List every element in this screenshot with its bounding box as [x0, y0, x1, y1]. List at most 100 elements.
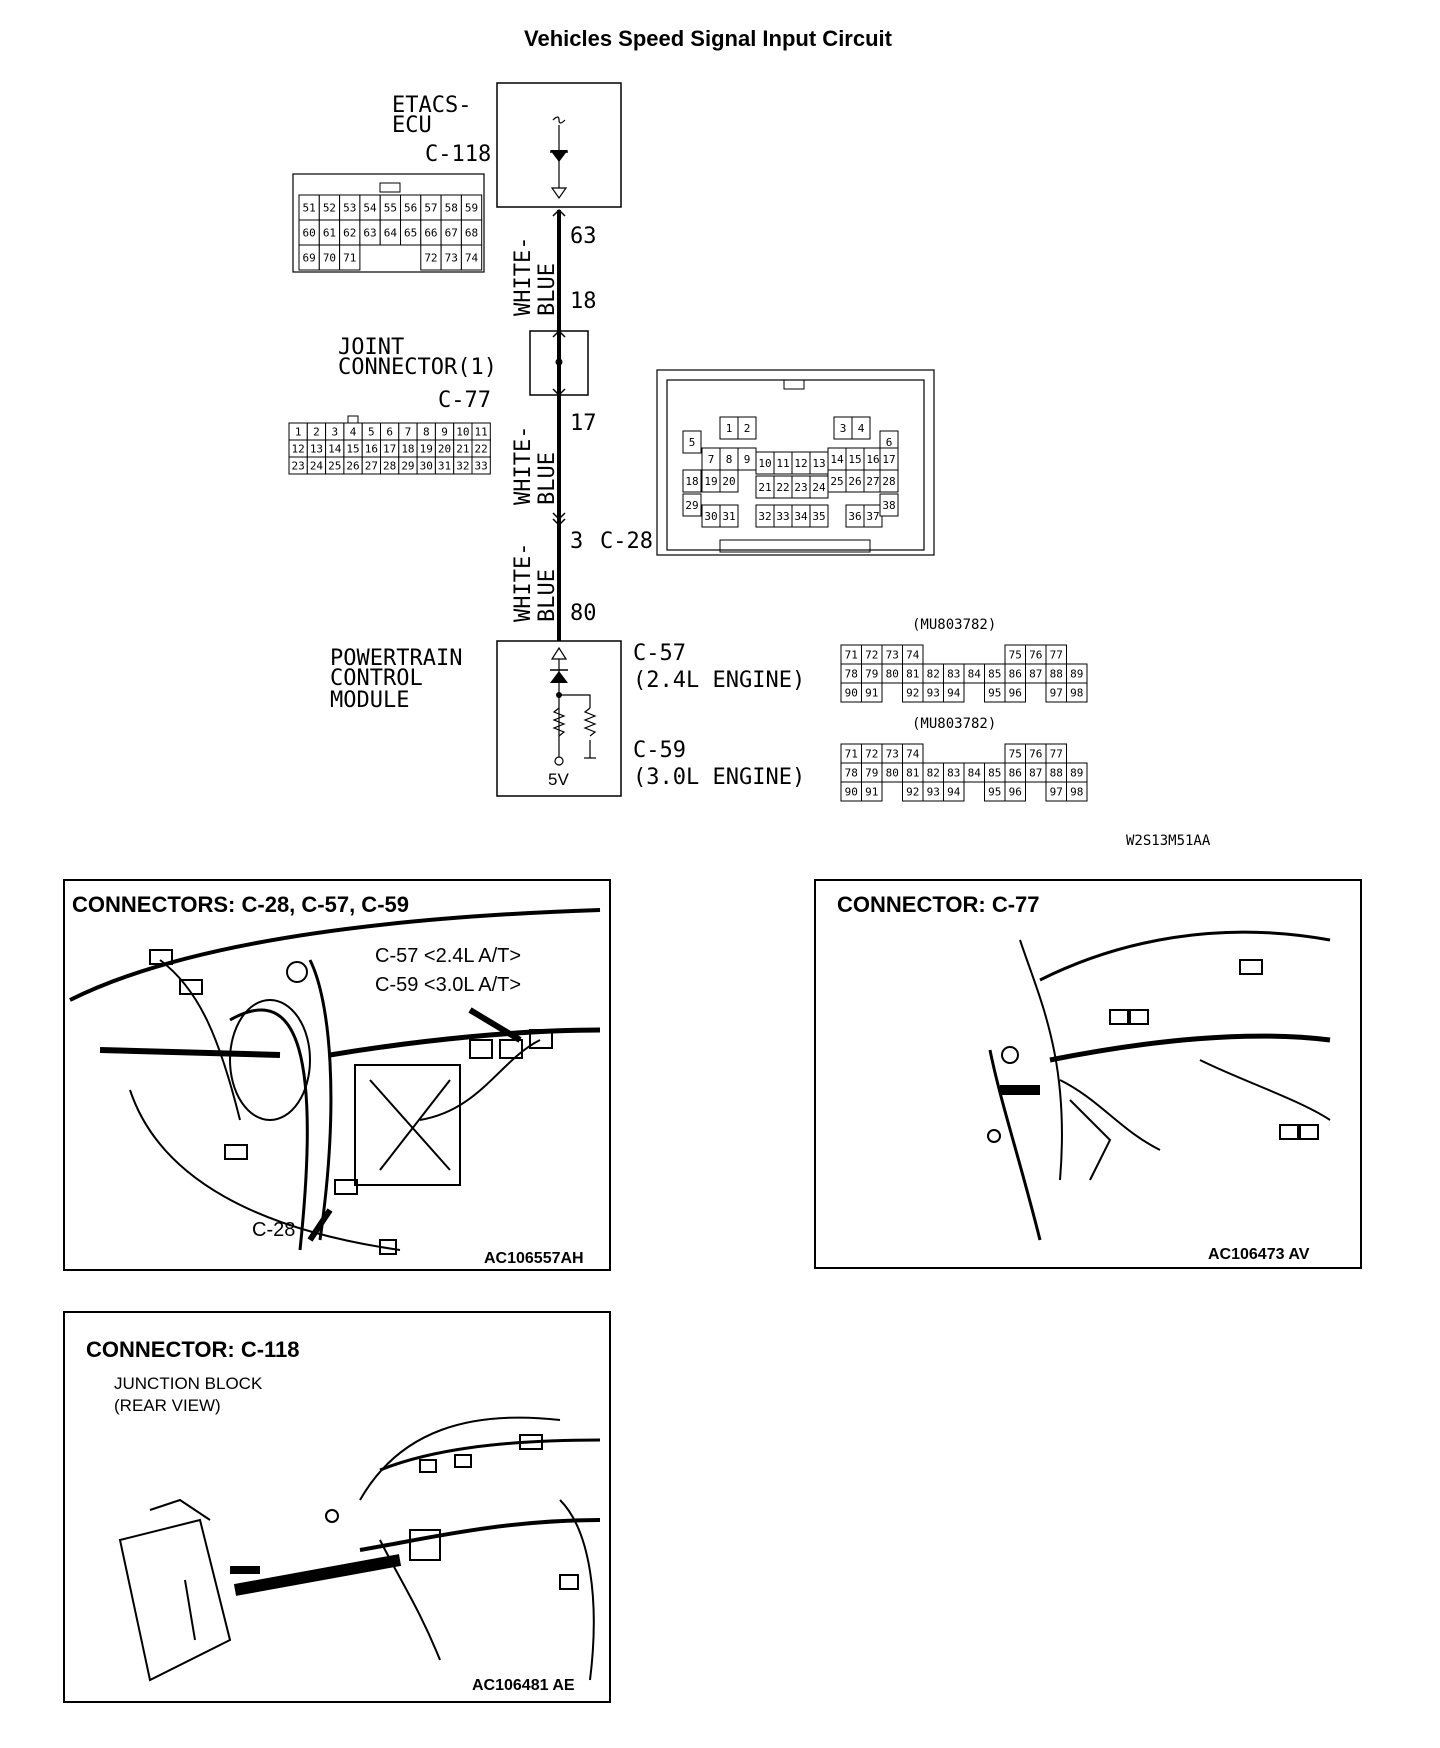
- pcm-name-line3: MODULE: [330, 688, 409, 713]
- pin-number: 76: [1029, 649, 1042, 662]
- pin-number: 16: [365, 443, 378, 456]
- pin-3: 3: [570, 529, 583, 554]
- pin-number: 90: [845, 786, 858, 799]
- pcm-box: [496, 640, 622, 797]
- etacs-name-line2: ECU: [392, 113, 432, 138]
- svg-text:WHITE-: WHITE-: [511, 237, 536, 316]
- pin-number: 94: [947, 687, 961, 700]
- pin-number: 1: [295, 426, 302, 439]
- c28-inline-connector: [552, 512, 566, 527]
- pin-cell: [809, 504, 829, 528]
- pin-number: 24: [812, 481, 826, 494]
- pin-number: 12: [292, 443, 305, 456]
- c59-part-number: (MU803782): [912, 716, 996, 732]
- pin-number: 71: [343, 252, 356, 265]
- pin-number: 56: [404, 202, 417, 215]
- pin-number: 10: [758, 457, 771, 470]
- panel3-sub2: (REAR VIEW): [114, 1396, 221, 1415]
- etacs-name-line1: ETACS-: [392, 93, 471, 118]
- wire-color-label-1: WHITE- BLUE: [511, 237, 560, 316]
- pin-18: 18: [570, 289, 597, 314]
- pin-number: 28: [882, 475, 895, 488]
- pin-number: 18: [685, 475, 698, 488]
- pin-number: 90: [845, 687, 858, 700]
- panel2-caption: CONNECTOR: C-77: [837, 892, 1040, 917]
- pin-number: 25: [328, 460, 341, 473]
- diagram-title: Vehicles Speed Signal Input Circuit: [524, 26, 893, 51]
- pin-number: 78: [845, 767, 858, 780]
- pin-number: 15: [848, 453, 861, 466]
- pin-number: 97: [1050, 786, 1063, 799]
- pin-number: 23: [794, 481, 807, 494]
- pin-number: 10: [456, 426, 469, 439]
- wire-color-label-2: WHITE- BLUE: [511, 426, 560, 505]
- pin-number: 84: [968, 767, 982, 780]
- pin-number: 25: [830, 475, 843, 488]
- pin-cell: [719, 504, 739, 528]
- pin-number: 73: [445, 252, 458, 265]
- pin-number: 4: [858, 422, 865, 435]
- pin-number: 9: [441, 426, 448, 439]
- pin-number: 33: [776, 510, 789, 523]
- pin-number: 96: [1009, 786, 1022, 799]
- pin-number: 85: [988, 767, 1001, 780]
- pcm-name-line1: POWERTRAIN: [330, 646, 462, 671]
- pin-number: 77: [1050, 649, 1063, 662]
- pin-number: 13: [310, 443, 323, 456]
- pin-number: 28: [383, 460, 396, 473]
- pin-number: 1: [726, 422, 733, 435]
- pin-number: 94: [947, 786, 961, 799]
- pin-number: 52: [323, 202, 336, 215]
- svg-text:BLUE: BLUE: [535, 263, 560, 316]
- pin-number: 2: [744, 422, 751, 435]
- pin-number: 3: [840, 422, 847, 435]
- pin-number: 80: [886, 767, 899, 780]
- pin-number: 38: [882, 499, 895, 512]
- pin-cell: [861, 781, 883, 802]
- pin-number: 22: [776, 481, 789, 494]
- pin-number: 27: [365, 460, 378, 473]
- pin-number: 55: [384, 202, 397, 215]
- pin-number: 61: [323, 227, 336, 240]
- pin-number: 65: [404, 227, 417, 240]
- pin-number: 67: [445, 227, 458, 240]
- pin-number: 54: [363, 202, 377, 215]
- pcm-voltage: 5V: [548, 770, 569, 789]
- pin-cell: [943, 781, 965, 802]
- pin-number: 74: [906, 748, 920, 761]
- pin-cell: [682, 430, 702, 454]
- etacs-ecu-box: [496, 82, 622, 208]
- pin-number: 2: [313, 426, 320, 439]
- pin-number: 87: [1029, 767, 1042, 780]
- pin-number: 69: [303, 252, 316, 265]
- pin-number: 11: [776, 457, 789, 470]
- pin-number: 24: [310, 460, 324, 473]
- pin-number: 68: [465, 227, 478, 240]
- pin-number: 97: [1050, 687, 1063, 700]
- pin-number: 88: [1050, 767, 1063, 780]
- dashboard-illustration-1: [69, 908, 601, 1255]
- pin-number: 3: [331, 426, 338, 439]
- pin-number: 87: [1029, 668, 1042, 681]
- pin-number: 71: [845, 649, 858, 662]
- pin-number: 64: [384, 227, 398, 240]
- pin-number: 32: [758, 510, 771, 523]
- joint-name-line1: JOINT: [338, 335, 404, 360]
- pin-number: 75: [1009, 748, 1022, 761]
- panel2-code: AC106473 AV: [1208, 1246, 1310, 1263]
- c59-desc: (3.0L ENGINE): [633, 765, 805, 790]
- pin-80: 80: [570, 601, 597, 626]
- panel1-callout-c57: C-57 <2.4L A/T>: [375, 945, 521, 967]
- pin-number: 22: [475, 443, 488, 456]
- pin-number: 19: [704, 475, 717, 488]
- pin-number: 53: [343, 202, 356, 215]
- panel1-callout-c28: C-28: [252, 1219, 295, 1241]
- pin-number: 92: [906, 786, 919, 799]
- svg-text:BLUE: BLUE: [535, 569, 560, 622]
- pin-cell: [1004, 781, 1026, 802]
- pin-number: 30: [420, 460, 433, 473]
